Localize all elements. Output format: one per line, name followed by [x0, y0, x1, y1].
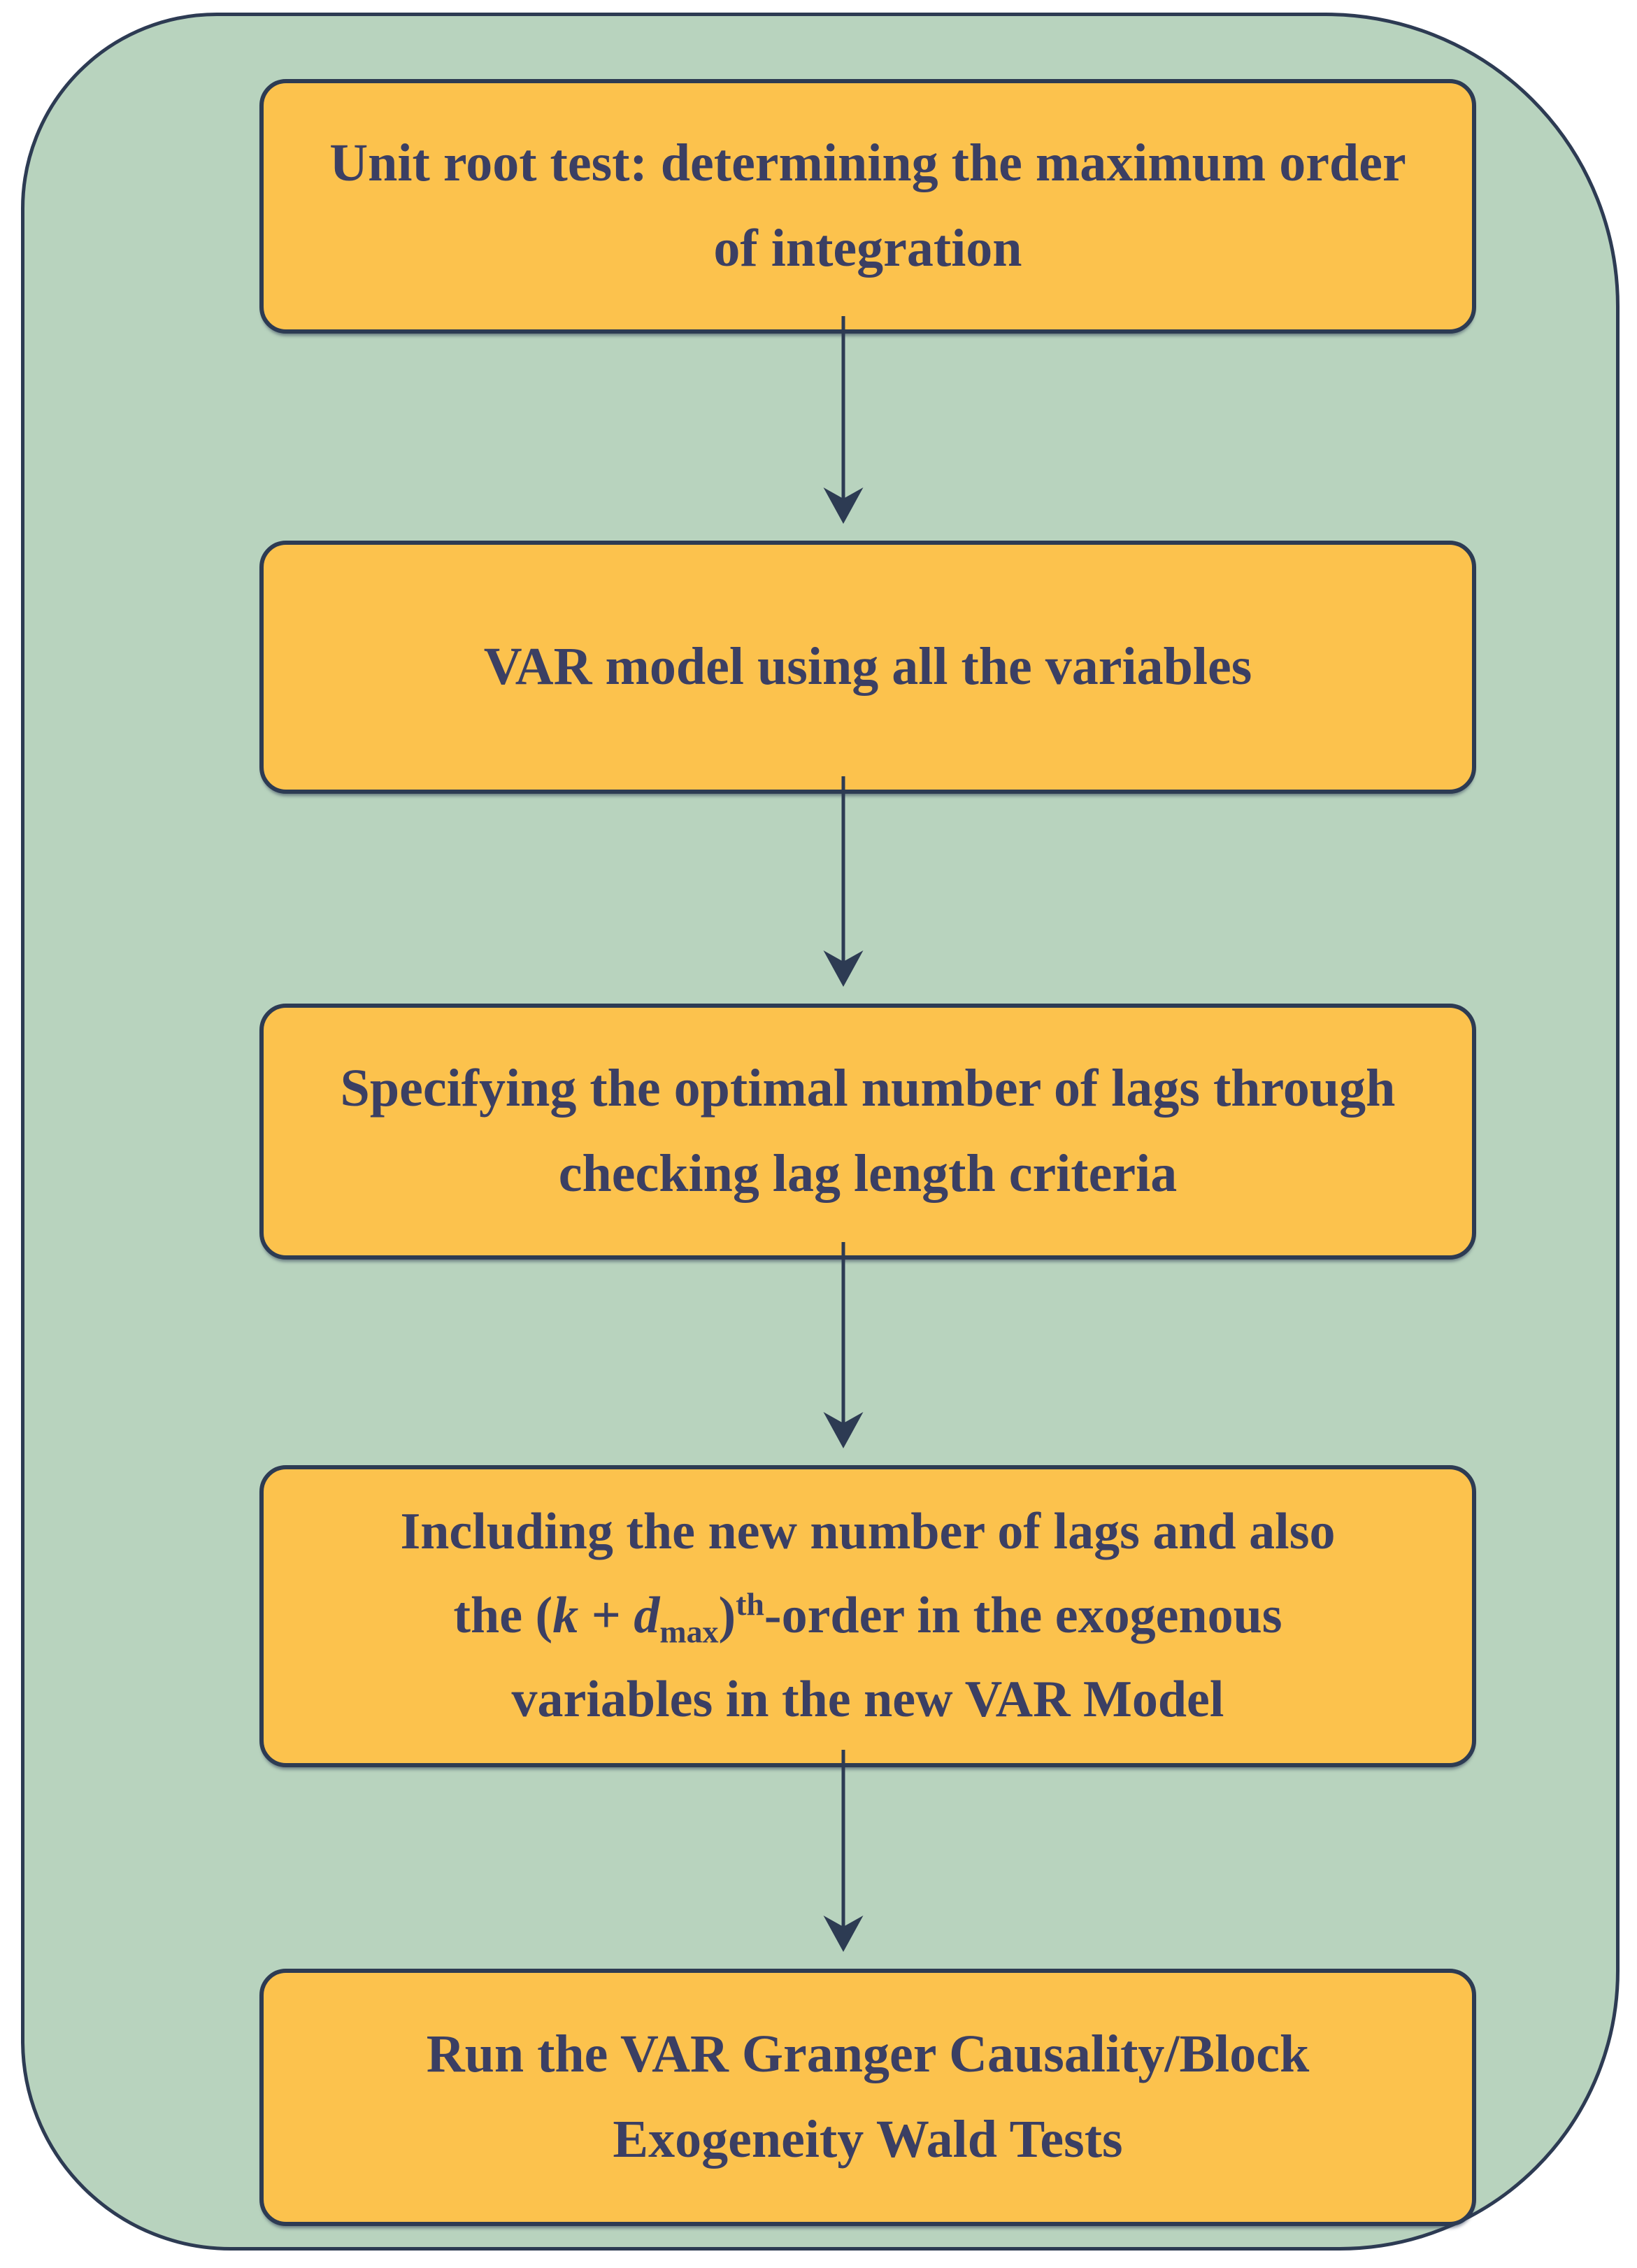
flowchart-container: Unit root test: determining the maximum …	[21, 13, 1620, 2251]
flow-step-unit-root-test: Unit root test: determining the maximum …	[259, 79, 1476, 334]
flow-step-new-var-model: Including the new number of lags and als…	[259, 1465, 1476, 1767]
flow-step-optimal-lags: Specifying the optimal number of lags th…	[259, 1004, 1476, 1260]
flow-step-var-model: VAR model using all the variables	[259, 541, 1476, 794]
